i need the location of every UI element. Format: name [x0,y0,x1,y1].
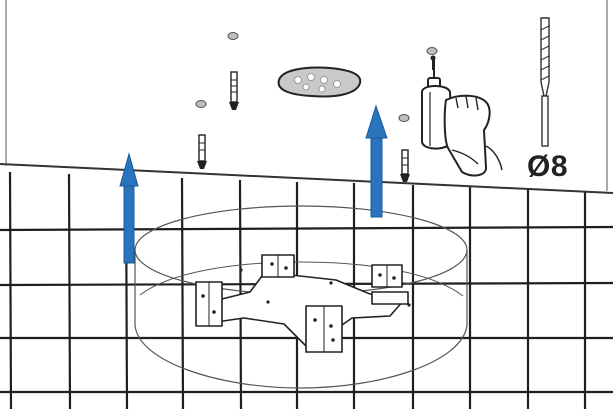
mounting-bracket-icon [195,254,411,353]
wall-plug-icon [229,71,239,110]
drill-hole-marker [227,32,239,40]
wall-plugs [197,55,436,182]
up-arrow-icon [365,104,388,218]
drill-bit-size-label: Ø8 [527,150,569,183]
cable-opening [277,66,362,98]
drill-hole-markers [195,32,438,122]
hand-drill-icon [421,56,503,177]
drill-hole-marker [426,47,438,55]
wall-plug-icon [400,149,410,182]
drill-hole-marker [195,100,207,108]
drill-bit-icon [540,17,550,147]
wall-plug-icon [197,134,207,169]
up-arrows [119,104,388,264]
drill-hole-marker [398,114,410,122]
up-arrow-icon [119,152,139,264]
